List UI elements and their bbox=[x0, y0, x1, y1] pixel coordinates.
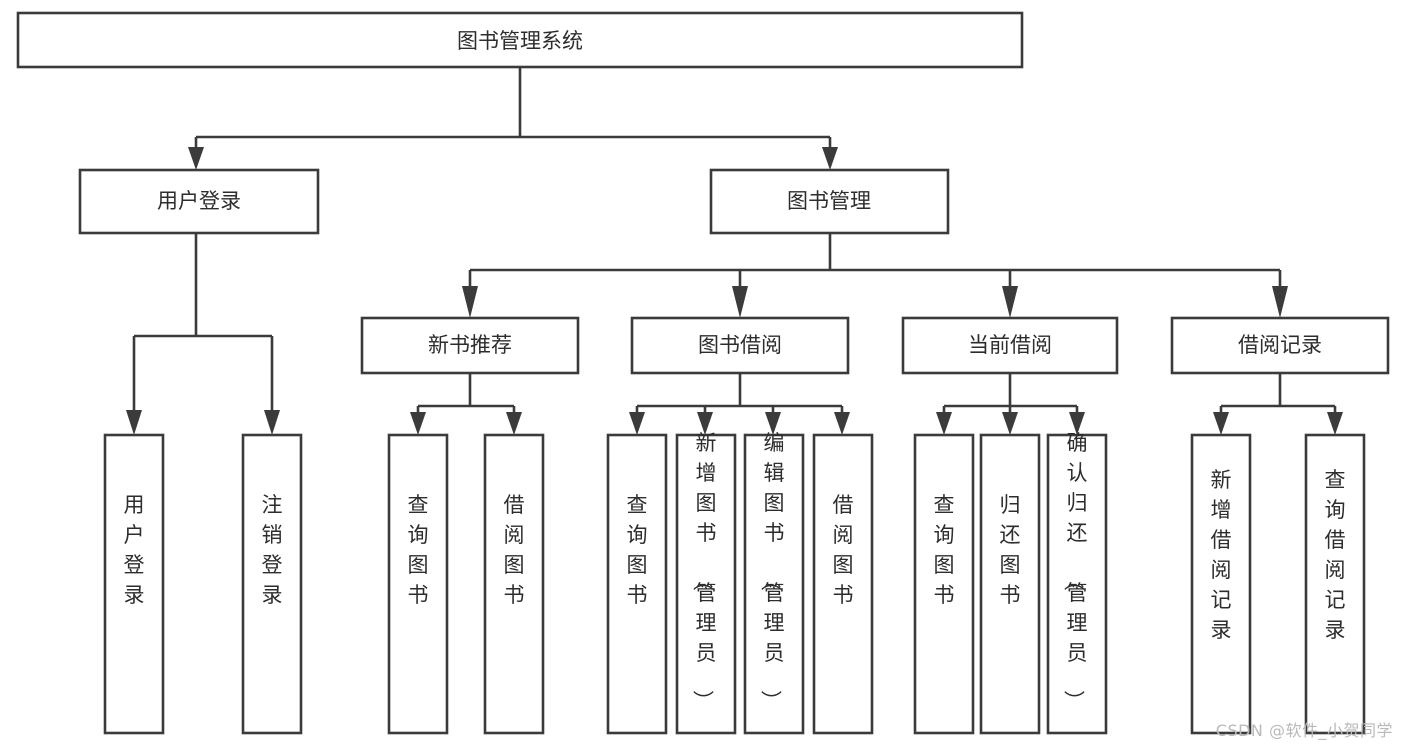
leaf-label: 新增借阅记录 bbox=[1211, 468, 1232, 642]
leaf-label: 借阅图书 bbox=[504, 493, 525, 607]
arrow-to-book-borrow bbox=[732, 286, 748, 318]
arrow-to-leaf-bb-3 bbox=[765, 412, 781, 435]
node-book-manage[interactable]: 图书管理 bbox=[709, 168, 950, 235]
node-borrow-record[interactable]: 借阅记录 bbox=[1170, 316, 1390, 375]
leaf-current-borrow-confirm[interactable]: 确认归还（管理员） bbox=[1046, 431, 1108, 735]
leaf-book-borrow-add[interactable]: 新增图书（管理员） bbox=[675, 431, 737, 735]
leaf-box[interactable] bbox=[1190, 433, 1252, 735]
arrow-to-leaf-bb-4 bbox=[834, 412, 850, 435]
leaf-label: 确认归还（管理员） bbox=[1062, 431, 1088, 711]
leaf-current-borrow-query[interactable]: 查询图书 bbox=[913, 433, 975, 735]
leaf-box[interactable] bbox=[103, 433, 165, 735]
leaf-label: 借阅图书 bbox=[833, 493, 854, 607]
arrow-to-leaf-logout bbox=[264, 410, 280, 435]
current-borrow-label: 当前借阅 bbox=[968, 333, 1052, 357]
leaf-box[interactable] bbox=[812, 433, 874, 735]
leaf-current-borrow-return[interactable]: 归还图书 bbox=[979, 433, 1041, 735]
node-new-book[interactable]: 新书推荐 bbox=[360, 316, 580, 375]
arrow-to-current-borrow bbox=[1002, 286, 1018, 318]
user-login-box[interactable] bbox=[78, 168, 320, 235]
current-borrow-box[interactable] bbox=[901, 316, 1119, 375]
leaf-book-borrow-borrow[interactable]: 借阅图书 bbox=[812, 433, 874, 735]
leaf-box[interactable] bbox=[979, 433, 1041, 735]
leaf-box[interactable] bbox=[675, 433, 737, 735]
root-box[interactable] bbox=[16, 11, 1024, 69]
arrow-to-user-login bbox=[188, 147, 204, 170]
leaf-label: 查询借阅记录 bbox=[1325, 468, 1346, 642]
book-borrow-box[interactable] bbox=[630, 316, 850, 375]
user-login-label: 用户登录 bbox=[157, 189, 241, 213]
connector-layer bbox=[126, 67, 1343, 435]
leaf-box[interactable] bbox=[1046, 433, 1108, 735]
leaf-box[interactable] bbox=[483, 433, 545, 735]
node-user-login[interactable]: 用户登录 bbox=[78, 168, 320, 235]
leaf-box[interactable] bbox=[241, 433, 303, 735]
arrow-to-book-manage bbox=[822, 147, 838, 170]
arrow-to-leaf-nb-borrow bbox=[506, 412, 522, 435]
arrow-to-leaf-br-1 bbox=[1213, 412, 1229, 435]
new-book-label: 新书推荐 bbox=[428, 333, 512, 357]
node-current-borrow[interactable]: 当前借阅 bbox=[901, 316, 1119, 375]
leaf-label: 注销登录 bbox=[262, 493, 283, 607]
leaf-user-login-logout[interactable]: 注销登录 bbox=[241, 433, 303, 735]
leaf-label: 用户登录 bbox=[124, 493, 145, 607]
leaf-new-book-query[interactable]: 查询图书 bbox=[387, 433, 449, 735]
arrow-to-leaf-br-2 bbox=[1327, 412, 1343, 435]
arrow-to-leaf-user-login bbox=[126, 410, 142, 435]
book-manage-label: 图书管理 bbox=[787, 189, 871, 213]
root-label: 图书管理系统 bbox=[457, 29, 583, 53]
node-root[interactable]: 图书管理系统 bbox=[16, 11, 1024, 69]
leaf-box[interactable] bbox=[1304, 433, 1366, 735]
leaf-label: 新增图书（管理员） bbox=[691, 431, 717, 711]
leaf-label: 编辑图书（管理员） bbox=[759, 431, 785, 711]
leaf-new-book-borrow[interactable]: 借阅图书 bbox=[483, 433, 545, 735]
leaf-box[interactable] bbox=[606, 433, 668, 735]
arrow-to-leaf-cb-2 bbox=[1002, 412, 1018, 435]
arrow-to-borrow-record bbox=[1272, 286, 1288, 318]
leaf-label: 查询图书 bbox=[934, 493, 955, 607]
leaf-label: 归还图书 bbox=[1000, 493, 1021, 607]
leaf-user-login-login[interactable]: 用户登录 bbox=[103, 433, 165, 735]
leaf-box[interactable] bbox=[913, 433, 975, 735]
node-book-borrow[interactable]: 图书借阅 bbox=[630, 316, 850, 375]
arrow-to-leaf-nb-query bbox=[410, 412, 426, 435]
borrow-record-label: 借阅记录 bbox=[1238, 333, 1322, 357]
arrow-to-new-book bbox=[462, 286, 478, 318]
new-book-box[interactable] bbox=[360, 316, 580, 375]
arrow-to-leaf-cb-1 bbox=[936, 412, 952, 435]
book-manage-box[interactable] bbox=[709, 168, 950, 235]
book-borrow-label: 图书借阅 bbox=[698, 333, 782, 357]
leaf-borrow-record-query[interactable]: 查询借阅记录 bbox=[1304, 433, 1366, 735]
arrow-to-leaf-bb-1 bbox=[629, 412, 645, 435]
leaf-borrow-record-add[interactable]: 新增借阅记录 bbox=[1190, 433, 1252, 735]
leaf-label: 查询图书 bbox=[408, 493, 429, 607]
leaf-book-borrow-edit[interactable]: 编辑图书（管理员） bbox=[743, 431, 805, 735]
borrow-record-box[interactable] bbox=[1170, 316, 1390, 375]
leaf-box[interactable] bbox=[743, 433, 805, 735]
arrow-to-leaf-cb-3 bbox=[1069, 412, 1085, 435]
leaf-label: 查询图书 bbox=[627, 493, 648, 607]
leaf-box[interactable] bbox=[387, 433, 449, 735]
arrow-to-leaf-bb-2 bbox=[697, 412, 713, 435]
leaf-book-borrow-query[interactable]: 查询图书 bbox=[606, 433, 668, 735]
